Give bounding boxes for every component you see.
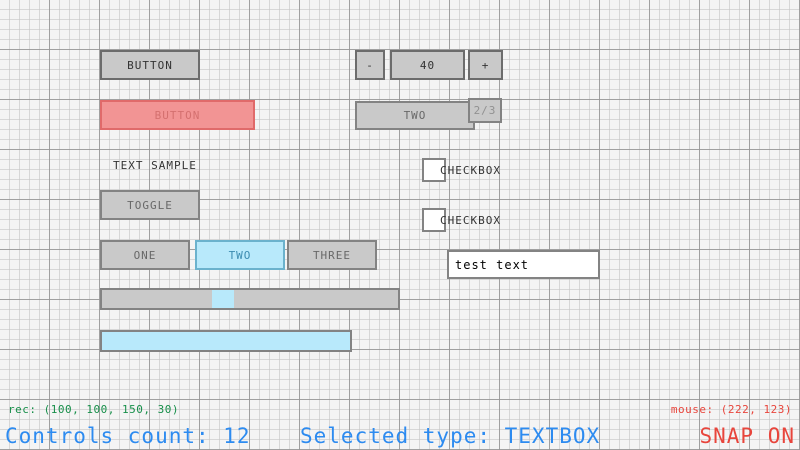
status-rec: rec: (100, 100, 150, 30)	[8, 403, 179, 416]
checkbox-2[interactable]	[422, 208, 446, 232]
progress-bar	[100, 330, 352, 352]
progress-bar-fill	[102, 332, 350, 350]
toggle-button-label: TOGGLE	[127, 198, 173, 212]
toggle-group-item-one[interactable]: ONE	[100, 240, 190, 270]
spinner-decrement-button[interactable]: -	[355, 50, 385, 80]
checkbox-1-label: CHECKBOX	[440, 160, 550, 180]
slider-track[interactable]	[100, 288, 400, 310]
slider-handle[interactable]	[212, 290, 234, 308]
dropdown-page-indicator-label: 2/3	[473, 104, 497, 117]
spinner-value: 40	[419, 58, 436, 72]
spinner-decrement-label: -	[366, 58, 374, 72]
spinner-value-field[interactable]: 40	[390, 50, 465, 80]
dropdown-selected-label: TWO	[403, 109, 427, 122]
button-default[interactable]: BUTTON	[100, 50, 200, 80]
checkbox-1[interactable]	[422, 158, 446, 182]
dropdown-box[interactable]: TWO	[355, 101, 475, 130]
checkbox-2-label: CHECKBOX	[440, 210, 550, 230]
toggle-group-item-three[interactable]: THREE	[287, 240, 377, 270]
spinner-increment-button[interactable]: +	[468, 50, 503, 80]
status-selected-type: Selected type: TEXTBOX	[300, 424, 601, 448]
status-controls-count: Controls count: 12	[5, 424, 251, 448]
status-snap: SNAP ON	[699, 424, 795, 448]
button-danger[interactable]: BUTTON	[100, 100, 255, 130]
toggle-group-item-two-label: TWO	[228, 248, 252, 262]
textbox-value: test text	[455, 257, 530, 272]
checkbox-2-label-text: CHECKBOX	[440, 213, 501, 227]
button-default-label: BUTTON	[127, 58, 173, 72]
textbox[interactable]: test text	[447, 250, 600, 279]
spinner-increment-label: +	[481, 58, 490, 72]
dropdown-page-indicator[interactable]: 2/3	[468, 98, 502, 123]
toggle-group-item-two[interactable]: TWO	[195, 240, 285, 270]
toggle-group-item-one-label: ONE	[133, 248, 157, 262]
button-danger-label: BUTTON	[154, 108, 201, 122]
status-mouse: mouse: (222, 123)	[670, 403, 792, 416]
toggle-group-item-three-label: THREE	[312, 248, 352, 262]
label-text-sample-value: TEXT SAMPLE	[113, 158, 197, 172]
toggle-button[interactable]: TOGGLE	[100, 190, 200, 220]
label-text-sample: TEXT SAMPLE	[113, 155, 273, 175]
checkbox-1-label-text: CHECKBOX	[440, 163, 501, 177]
